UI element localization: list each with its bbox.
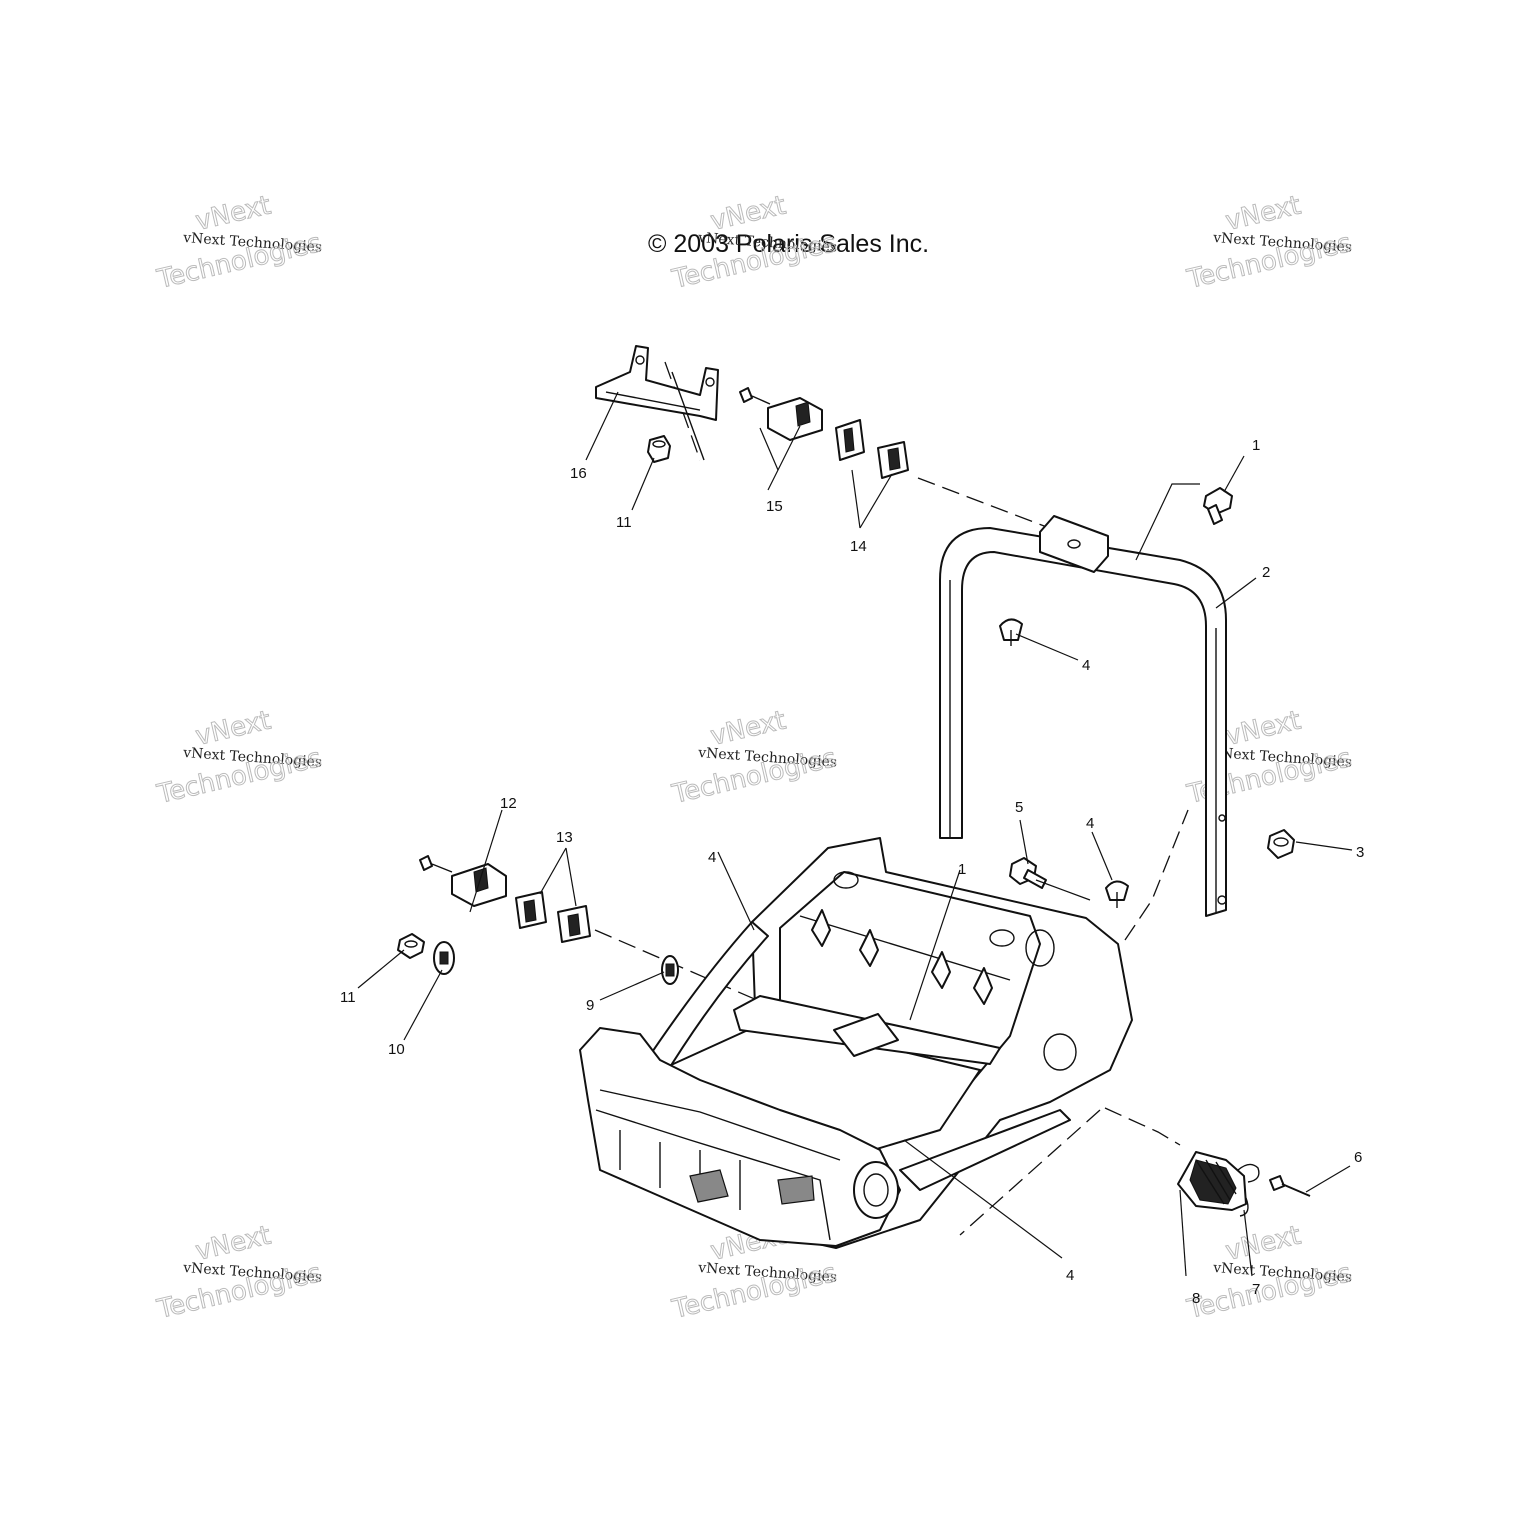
callout-1-top: 1	[1252, 437, 1260, 454]
watermark-line1: vNext	[1223, 1221, 1304, 1267]
callout-11-lower: 11	[340, 989, 356, 1006]
watermark-line1: vNext	[708, 706, 789, 752]
callout-10: 10	[388, 1041, 405, 1058]
callout-14: 14	[850, 538, 867, 555]
callout-15: 15	[766, 498, 783, 515]
bracket-part-16	[595, 345, 719, 461]
clip-part-12	[419, 855, 507, 907]
watermark-mid-left: vNext vNext Technologies Technologies	[153, 705, 324, 811]
callout-4-lower: 4	[1066, 1267, 1074, 1284]
nut-part-11-lower	[397, 933, 425, 959]
callout-1-lower: 1	[958, 861, 966, 878]
clip-part-4-right	[1105, 880, 1129, 908]
washer-part-9	[661, 955, 679, 985]
bolt-part-1-top	[1203, 487, 1233, 525]
leader-lines	[357, 391, 1353, 1277]
hoop-frame-part-2	[939, 515, 1227, 917]
bushing-part-13	[515, 891, 591, 943]
callout-9: 9	[586, 997, 594, 1014]
callout-7: 7	[1252, 1281, 1260, 1298]
nut-part-3	[1267, 829, 1295, 859]
watermark-line1: vNext	[193, 706, 274, 752]
watermark-line1: vNext	[1223, 191, 1304, 237]
clip-part-15-top	[739, 387, 823, 441]
washer-part-10	[433, 941, 455, 975]
watermark-line1: vNext	[193, 191, 274, 237]
watermark-bottom-left: vNext vNext Technologies Technologies	[153, 1220, 324, 1326]
nut-part-11-top	[647, 435, 671, 463]
watermark-top-left: vNext vNext Technologies Technologies	[153, 190, 324, 296]
callout-5: 5	[1015, 799, 1023, 816]
callout-16: 16	[570, 465, 587, 482]
callout-3: 3	[1356, 844, 1364, 861]
watermark-bottom-right: vNext vNext Technologies Technologies	[1183, 1220, 1354, 1326]
callout-2: 2	[1262, 564, 1270, 581]
callout-4-left: 4	[708, 849, 716, 866]
callout-labels: 1 2 3 4 4 4 4 5 6 7 8 9 10 11 11 12 13 1…	[340, 437, 1364, 1307]
callout-11-top: 11	[616, 514, 632, 531]
callout-13: 13	[556, 829, 573, 846]
watermark-mid-center: vNext vNext Technologies Technologies	[668, 705, 839, 811]
watermark-line1: vNext	[1223, 706, 1304, 752]
assembly-lines	[594, 361, 1189, 1236]
bolt-part-5	[1009, 857, 1047, 889]
callout-6: 6	[1354, 1149, 1362, 1166]
bushing-part-14-top	[835, 419, 909, 479]
copyright-text: © 2003 Polaris Sales Inc.	[648, 230, 929, 258]
latch-part-7	[1237, 1163, 1260, 1217]
pin-part-6	[1269, 1175, 1311, 1197]
callout-8: 8	[1192, 1290, 1200, 1307]
clip-part-4-upper	[999, 618, 1023, 646]
callout-4-right: 4	[1086, 815, 1094, 832]
callout-12: 12	[500, 795, 517, 812]
chassis-frame	[579, 837, 1133, 1249]
watermark-top-right: vNext vNext Technologies Technologies	[1183, 190, 1354, 296]
watermark-line1: vNext	[193, 1221, 274, 1267]
cover-part-8	[1177, 1151, 1247, 1211]
callout-4-upper: 4	[1082, 657, 1090, 674]
